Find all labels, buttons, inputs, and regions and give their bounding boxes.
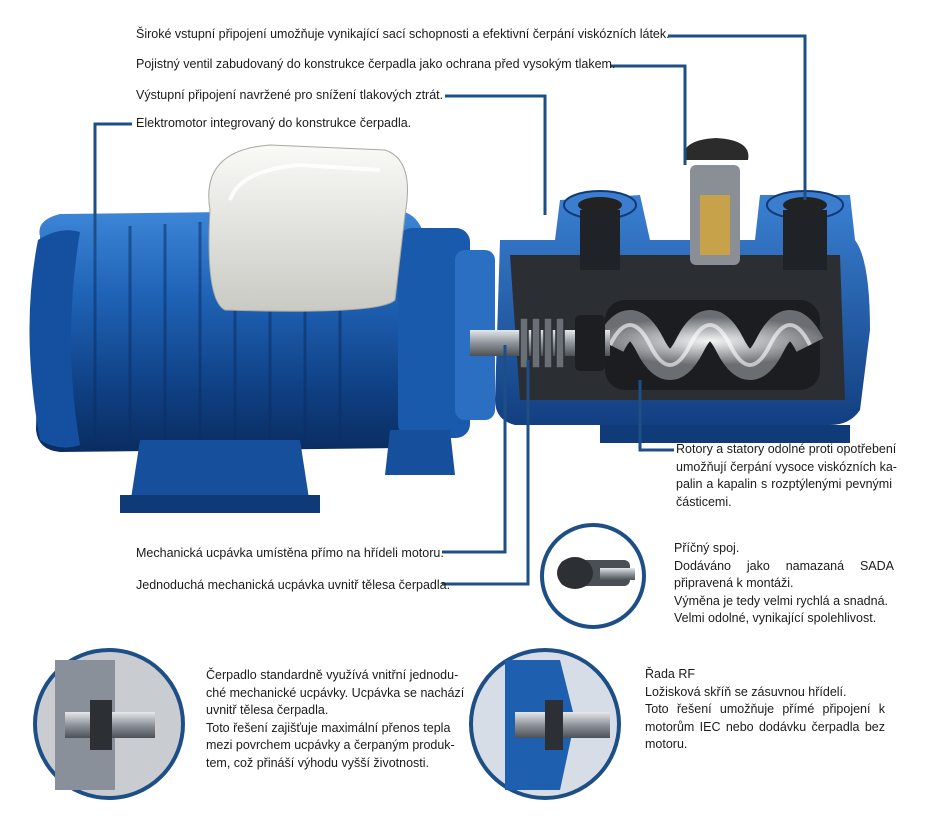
rotors-text: Rotory a statory odolné proti opotřebení…	[676, 441, 897, 511]
joint-line: Dodáváno jako namazaná SADA	[674, 558, 894, 573]
joint-line: Výměna je tedy velmi rychlá a snadná.	[674, 593, 888, 608]
callout-electromotor: Elektromotor integrovaný do konstrukce č…	[136, 116, 412, 130]
pump-body	[470, 138, 870, 443]
seal-info-line: Toto řešení zajišťuje maximální přenos t…	[206, 720, 451, 735]
seal-info-line: tem, což přináší výhodu vyšší životnosti…	[206, 755, 430, 770]
seal-info-line: uvnitř tělesa čerpadla.	[206, 703, 329, 717]
callout-seal-in-body: Jednoduchá mechanická ucpávka uvnitř těl…	[136, 578, 451, 592]
callout-wide-inlet: Široké vstupní připojení umožňuje vynika…	[136, 27, 670, 41]
seal-info-line: ché mechanické ucpávky. Ucpávka se nachá…	[206, 685, 465, 700]
joint-line: Velmi odolné, vynikající spolehlivost.	[674, 611, 877, 625]
joint-line: připravená k montáži.	[674, 576, 794, 590]
seal-info-text: Čerpadlo standardně využívá vnitřní jedn…	[206, 667, 465, 772]
callout-relief-valve: Pojistný ventil zabudovaný do konstrukce…	[136, 57, 616, 71]
rf-series-line: motoru.	[645, 737, 688, 751]
rf-series-text: Řada RF Ložisková skříň se zásuvnou hříd…	[645, 666, 885, 754]
rf-series-line: Ložisková skříň se zásuvnou hřídelí.	[645, 684, 847, 699]
rotors-line: palin a kapalin s rozptýlenými pevnými	[676, 477, 892, 491]
rotors-line: Rotory a statory odolné proti opotřebení	[676, 442, 897, 456]
joint-line: Příčný spoj.	[674, 541, 740, 555]
callout-outlet: Výstupní připojení navržené pro snížení …	[136, 88, 444, 102]
seal-info-line: mezi povrchem ucpávky a čerpaným produk-	[206, 738, 455, 752]
electromotor	[29, 144, 495, 513]
rf-inset	[469, 648, 621, 800]
rotors-line: umožňují čerpání vysoce viskózních ka-	[676, 459, 897, 474]
joint-text: Příčný spoj. Dodáváno jako namazaná SADA…	[674, 540, 894, 628]
rf-series-line: Toto řešení umožňuje přímé připojení k	[645, 702, 885, 716]
callout-seal-on-shaft: Mechanická ucpávka umístěna přímo na hří…	[136, 546, 444, 560]
rf-series-line: motorům IEC nebo dodávku čerpadla bez	[645, 719, 885, 734]
rf-series-title: Řada RF	[645, 667, 696, 681]
rotors-line: částicemi.	[676, 494, 732, 509]
joint-inset	[540, 523, 646, 629]
seal-info-line: Čerpadlo standardně využívá vnitřní jedn…	[206, 668, 459, 682]
seal-inset	[33, 648, 185, 800]
